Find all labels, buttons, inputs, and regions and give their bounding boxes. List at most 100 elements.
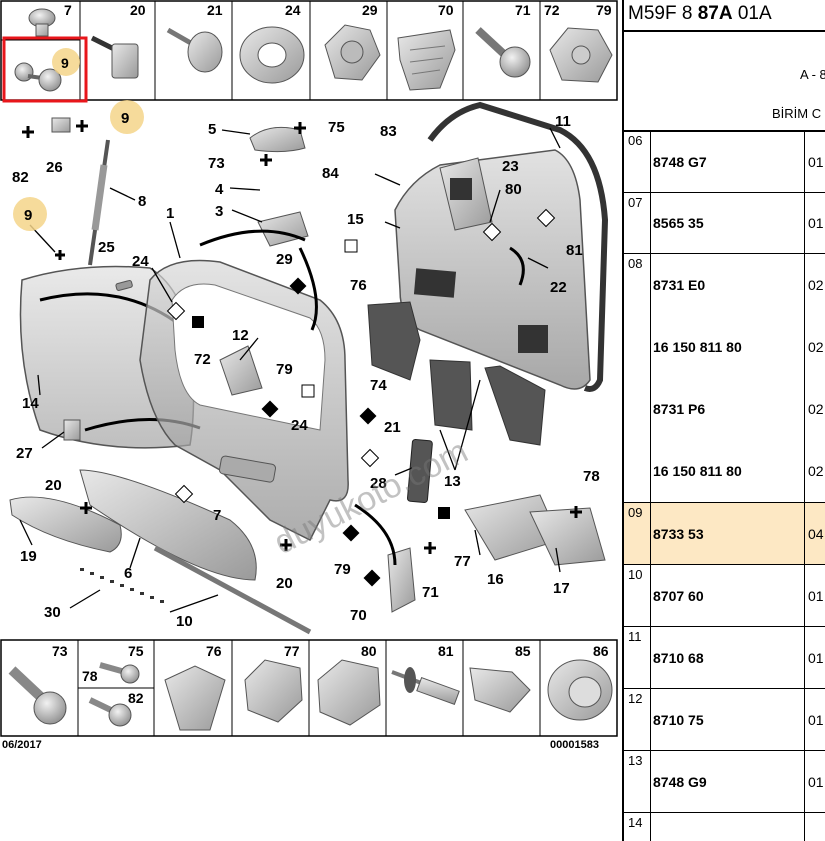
table-row[interactable]: 10 8707 60 01: [624, 565, 825, 627]
column-header-b: BİRİM C: [772, 106, 822, 121]
bottom-label-82: 82: [128, 690, 144, 706]
part-20-screw-icon: [90, 35, 139, 79]
callout-8: 8: [138, 193, 146, 210]
callout-9b: 9: [24, 207, 32, 224]
part-76-clip-icon: [164, 665, 226, 731]
part-code: 8565 35: [653, 215, 704, 231]
callout-72: 72: [194, 351, 211, 368]
top-label-29: 29: [362, 2, 378, 18]
callout-73: 73: [208, 155, 225, 172]
part-70-clip-icon: [397, 29, 456, 91]
table-row-selected[interactable]: 09 8733 53 04: [624, 503, 825, 565]
column-header-a: A - 8: [800, 67, 825, 82]
parts-diagram: 7 20 21 24 29 70 71 72 79: [0, 0, 618, 751]
callout-83: 83: [380, 123, 397, 140]
callout-71: 71: [422, 584, 439, 601]
callout-25: 25: [98, 239, 115, 256]
callout-82: 82: [12, 169, 29, 186]
top-label-72: 72: [544, 2, 560, 18]
part-29-nut-icon: [324, 24, 381, 81]
selected-part-box[interactable]: [2, 36, 88, 103]
part-code: 16 150 811 80: [653, 339, 742, 355]
part-24-grommet-icon: [239, 26, 305, 84]
table-row[interactable]: 08 8731 E0 02 16 150 811 80 02 8731 P6 0…: [624, 254, 825, 503]
catalog-model: M59F 8: [628, 3, 693, 24]
table-row[interactable]: 14: [624, 813, 825, 841]
part-qty: 01: [808, 215, 824, 231]
callout-9-badge-a: [110, 100, 144, 134]
part-qty: 02: [808, 401, 824, 417]
part-82-screw-icon: [88, 697, 132, 727]
catalog-group: 87A: [697, 3, 733, 24]
callout-3: 3: [215, 203, 223, 220]
table-row[interactable]: 11 8710 68 01: [624, 627, 825, 689]
callout-20b: 20: [276, 575, 293, 592]
callout-21: 21: [384, 419, 401, 436]
part-qty: 02: [808, 339, 824, 355]
callout-16: 16: [487, 571, 504, 588]
callout-11: 11: [555, 113, 571, 130]
footer-ref: 00001583: [550, 739, 599, 751]
part-7-clip-icon: [28, 8, 56, 37]
part-code: 8710 75: [653, 712, 704, 728]
table-row[interactable]: 06 8748 G7 01: [624, 131, 825, 193]
part-qty: 02: [808, 463, 824, 479]
callout-24b: 24: [291, 417, 308, 434]
callout-75: 75: [328, 119, 345, 136]
callout-9-badge-b: [13, 197, 47, 231]
table-row[interactable]: 07 8565 35 01: [624, 193, 825, 254]
part-85-clip-icon: [469, 667, 531, 713]
callout-27: 27: [16, 445, 33, 462]
callout-23: 23: [502, 158, 519, 175]
callout-5: 5: [208, 121, 216, 138]
callout-9a: 9: [121, 110, 129, 127]
tailgate-exploded-view: 9 9 9 26 82 8 1 5 75 73 4 3 25 24 29 72 …: [9, 100, 609, 635]
part-code: 8731 P6: [653, 401, 706, 417]
part-code: 8733 53: [653, 526, 704, 542]
part-86-grommet-icon: [547, 659, 613, 721]
top-label-79: 79: [596, 2, 612, 18]
part-code: 8731 E0: [653, 277, 706, 293]
catalog-title: M59F 8 87A 01A: [628, 3, 772, 25]
callout-6: 6: [124, 565, 132, 582]
part-72-nut-icon: [549, 27, 613, 83]
part-code: 8710 68: [653, 650, 704, 666]
callout-30: 30: [44, 604, 61, 621]
top-label-24: 24: [285, 2, 301, 18]
part-75-screw-icon: [99, 662, 140, 684]
bottom-label-73: 73: [52, 643, 68, 659]
callout-15: 15: [347, 211, 364, 228]
part-qty: 02: [808, 277, 824, 293]
bottom-label-86: 86: [593, 643, 609, 659]
bottom-label-77: 77: [284, 643, 300, 659]
callout-79b: 79: [334, 561, 351, 578]
callout-24a: 24: [132, 253, 149, 270]
catalog-variant: 01A: [737, 3, 772, 24]
bottom-label-76: 76: [206, 643, 222, 659]
parts-list-panel: M59F 8 87A 01A A - 8 BİRİM C 06 8748 G7 …: [622, 0, 825, 841]
part-qty: 04: [808, 526, 824, 542]
top-parts-strip: 7 20 21 24 29 70 71 72 79: [0, 0, 618, 103]
callout-28: 28: [370, 475, 387, 492]
table-row[interactable]: 12 8710 75 01: [624, 689, 825, 751]
part-80-nut-icon: [317, 659, 381, 726]
bottom-label-81: 81: [438, 643, 454, 659]
part-code: 16 150 811 80: [653, 463, 742, 479]
callout-74: 74: [370, 377, 387, 394]
part-qty: 01: [808, 712, 824, 728]
callout-14: 14: [22, 395, 39, 412]
callout-10: 10: [176, 613, 193, 630]
callout-20a: 20: [45, 477, 62, 494]
callout-76: 76: [350, 277, 367, 294]
callout-12: 12: [232, 327, 249, 344]
part-qty: 01: [808, 588, 824, 604]
part-81-rivet-icon: [391, 667, 460, 706]
callout-77: 77: [454, 553, 471, 570]
part-77-nut-icon: [244, 659, 303, 723]
part-9-ball-stud-icon: [14, 62, 62, 92]
table-row[interactable]: 13 8748 G9 01: [624, 751, 825, 813]
callout-70: 70: [350, 607, 367, 624]
bottom-label-85: 85: [515, 643, 531, 659]
top-label-20: 20: [130, 2, 146, 18]
callout-26: 26: [46, 159, 63, 176]
